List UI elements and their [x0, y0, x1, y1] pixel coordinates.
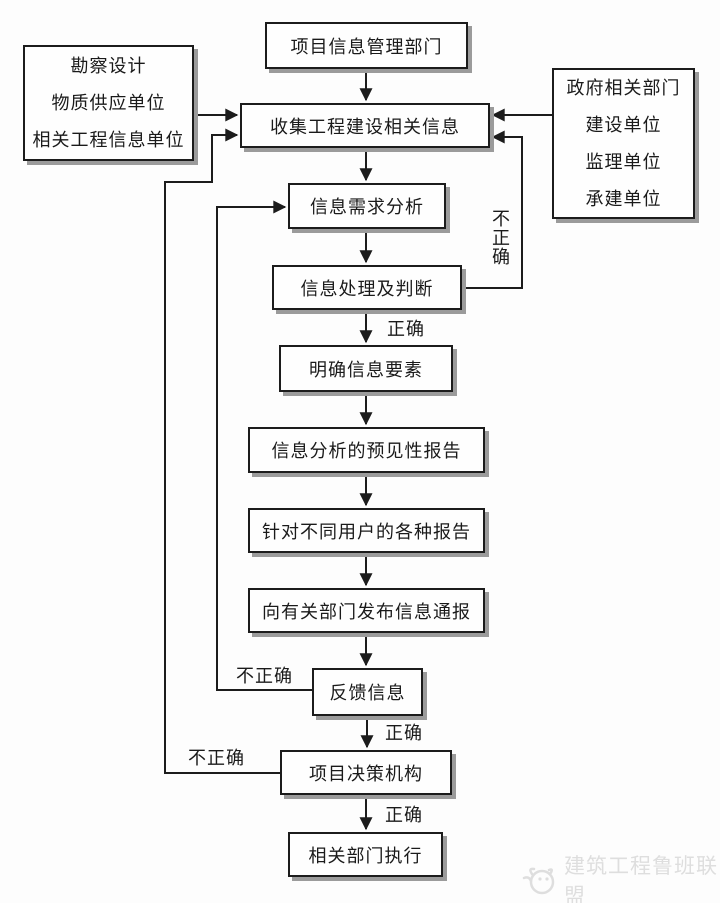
node-info-demand-analysis: 信息需求分析 [288, 183, 446, 229]
node-related-depts-execute: 相关部门执行 [288, 832, 443, 877]
node-label-line: 物质供应单位 [51, 92, 166, 113]
node-label: 信息分析的预见性报告 [271, 441, 462, 461]
node-label: 信息处理及判断 [300, 278, 434, 299]
node-feedback-info: 反馈信息 [312, 668, 423, 716]
node-label-line: 勘察设计 [70, 55, 147, 76]
node-label: 信息需求分析 [310, 197, 424, 217]
node-label-line: 承建单位 [585, 188, 662, 209]
watermark-text: 建筑工程鲁班联盟 [564, 854, 718, 903]
node-label: 针对不同用户的各种报告 [262, 521, 471, 542]
node-issue-info-bulletin: 向有关部门发布信息通报 [248, 588, 485, 633]
node-label: 项目决策机构 [309, 763, 423, 784]
node-predictive-analysis-report: 信息分析的预见性报告 [248, 427, 485, 473]
node-label-line: 建设单位 [585, 114, 662, 135]
node-user-specific-reports: 针对不同用户的各种报告 [248, 508, 485, 553]
watermark: 建筑工程鲁班联盟 [520, 850, 720, 903]
node-label: 明确信息要素 [309, 359, 423, 380]
node-label: 相关部门执行 [308, 845, 423, 866]
node-label-line: 相关工程信息单位 [32, 129, 185, 150]
node-label-line: 监理单位 [585, 151, 662, 172]
node-label-line: 政府相关部门 [566, 77, 681, 98]
edge-label-correct-after-feedback: 正确 [385, 723, 423, 743]
edge-label-correct-after-decision: 正确 [385, 805, 423, 825]
node-project-info-dept: 项目信息管理部门 [265, 22, 468, 69]
node-label: 项目信息管理部门 [290, 36, 443, 57]
edge-label-incorrect-decision-loop: 不正确 [188, 748, 245, 768]
node-government-related-sources: 政府相关部门 建设单位 监理单位 承建单位 [552, 68, 695, 219]
node-label: 收集工程建设相关信息 [270, 116, 460, 137]
node-info-processing-judgment: 信息处理及判断 [272, 265, 462, 310]
edge-label-incorrect-feedback-loop: 不正确 [236, 666, 293, 686]
node-collect-construction-info: 收集工程建设相关信息 [240, 103, 490, 148]
node-clarify-info-elements: 明确信息要素 [279, 345, 453, 392]
node-survey-design-sources: 勘察设计 物质供应单位 相关工程信息单位 [23, 45, 194, 161]
panda-logo-icon [520, 862, 560, 898]
node-project-decision-body: 项目决策机构 [280, 750, 452, 795]
node-label: 反馈信息 [329, 683, 406, 703]
edge-label-incorrect-processing-loop: 不正确 [492, 209, 511, 267]
edge-label-correct-after-processing: 正确 [387, 319, 425, 339]
node-label: 向有关部门发布信息通报 [262, 601, 471, 622]
